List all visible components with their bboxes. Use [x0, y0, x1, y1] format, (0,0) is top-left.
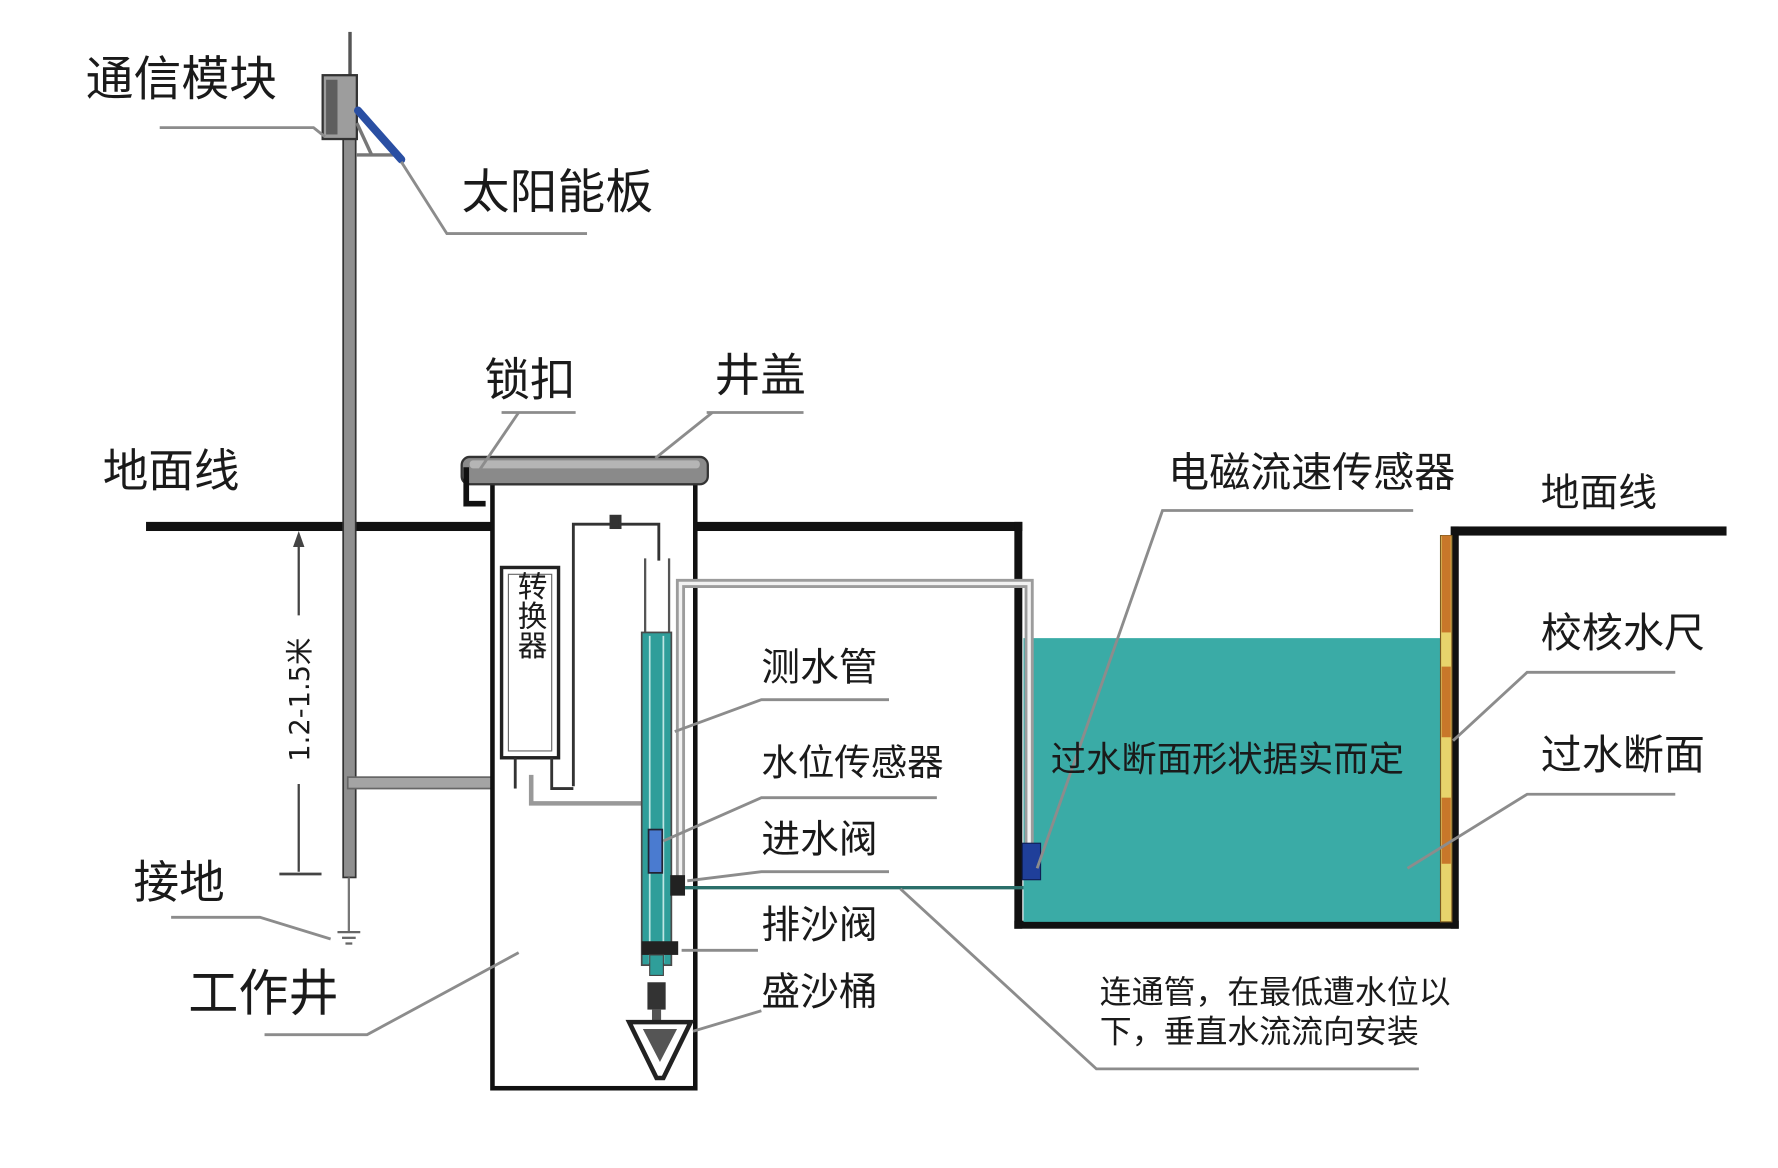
sensor-cable: [528, 774, 646, 806]
leader-em-sensor: [1035, 509, 1414, 869]
sand-bucket: [625, 1019, 695, 1081]
label-ground-line-left: 地面线: [103, 445, 240, 498]
depth-label: 1.2-1.5米: [285, 638, 316, 762]
ground-line-middle: [695, 521, 1023, 532]
label-em-sensor: 电磁流速传感器: [1168, 449, 1455, 497]
converter-box: [499, 565, 561, 760]
leader-solar-panel: [400, 161, 588, 236]
label-sand-bucket: 盛沙桶: [761, 970, 877, 1015]
label-comm-module: 通信模块: [86, 53, 277, 108]
cable-conduit: [346, 776, 509, 790]
converter-label: 转换器: [513, 571, 547, 660]
leader-check-gauge: [1452, 670, 1676, 742]
leader-cross-section: [1406, 792, 1676, 870]
label-check-gauge: 校核水尺: [1541, 609, 1705, 657]
leader-sand-bucket: [692, 1009, 762, 1033]
label-sand-valve: 排沙阀: [761, 903, 877, 948]
water-cross-section: [1023, 638, 1443, 922]
leader-measuring-pipe: [674, 698, 889, 733]
leader-well-cover: [654, 411, 804, 460]
leader-connecting-pipe: [899, 887, 1419, 1071]
check-gauge: [1439, 535, 1453, 923]
leader-comm-module: [159, 126, 326, 138]
ground-symbol-icon: [337, 930, 361, 945]
communication-module-front: [326, 79, 338, 135]
label-cross-section-note: 过水断面形状据实而定: [1051, 739, 1404, 780]
water-level-sensor: [647, 828, 664, 874]
leader-grounding: [171, 915, 332, 941]
label-solar-panel: 太阳能板: [462, 166, 653, 221]
label-cross-section: 过水断面: [1541, 731, 1705, 779]
leader-level-sensor: [662, 796, 937, 843]
label-connecting-pipe-line1: 连通管，在最低遭水位以: [1100, 973, 1451, 1011]
depth-dimension: [279, 531, 322, 876]
label-grounding: 接地: [134, 856, 225, 909]
solar-panel-bracket: [355, 122, 395, 157]
label-inlet-valve: 进水阀: [761, 817, 877, 862]
label-connecting-pipe-line2: 下，垂直水流流向安装: [1100, 1013, 1419, 1051]
sand-outlet: [647, 954, 666, 1022]
solar-panel: [353, 106, 406, 164]
lock-clasp: [463, 467, 486, 507]
well-cover: [460, 455, 709, 486]
channel-right-wall: [1450, 526, 1459, 929]
leader-inlet-valve: [687, 870, 889, 883]
label-work-well: 工作井: [188, 964, 338, 1023]
em-flow-sensor: [1021, 842, 1042, 881]
sand-discharge-valve: [641, 941, 679, 955]
channel-bottom: [1014, 920, 1459, 929]
label-measuring-pipe: 测水管: [761, 645, 877, 690]
label-well-cover: 井盖: [715, 349, 806, 402]
leader-lock: [478, 411, 576, 471]
ground-line-right: [1450, 526, 1727, 536]
sensor-cable-pipe: [675, 578, 1034, 884]
pole: [342, 74, 357, 879]
label-ground-line-right: 地面线: [1541, 471, 1657, 516]
converter-inner-frame: [507, 573, 553, 752]
label-lock: 锁扣: [484, 353, 575, 406]
converter-wiring: [513, 514, 661, 790]
leader-work-well: [264, 951, 520, 1037]
measuring-pipe: [640, 558, 673, 967]
inlet-valve: [670, 875, 686, 896]
label-level-sensor: 水位传感器: [761, 741, 943, 784]
ground-line-left: [146, 521, 493, 532]
channel-left-wall: [1014, 521, 1023, 929]
